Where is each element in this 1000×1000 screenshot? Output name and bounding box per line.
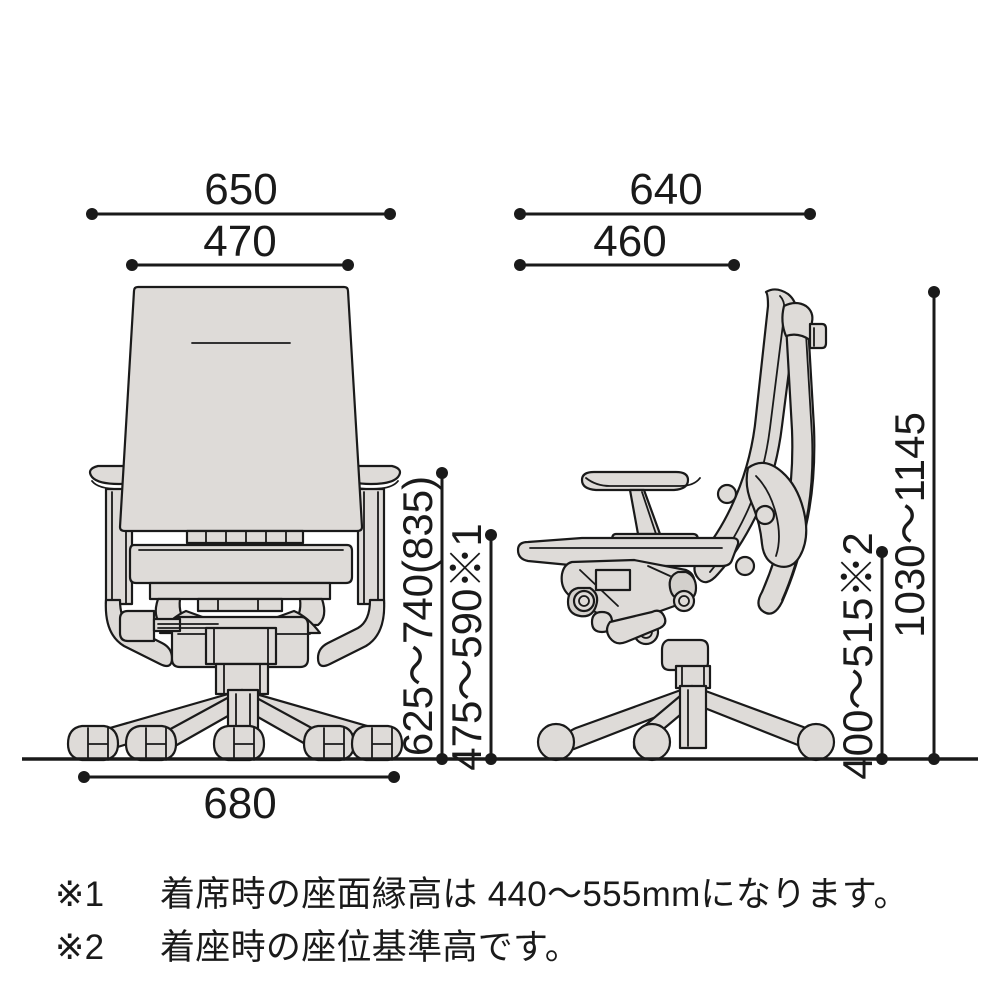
front-back-connector [185, 529, 305, 545]
side-back-lower-arm [716, 461, 808, 577]
note-row: ※1 着席時の座面縁高は 440〜555mmになります。 [55, 868, 985, 921]
side-seat-pan [516, 536, 740, 568]
front-casters [66, 724, 404, 762]
side-armrest-pad [580, 470, 701, 492]
caster [124, 724, 178, 762]
dimension-back-height-label: 625〜740(835) [394, 476, 441, 756]
note-row: ※2 着座時の座位基準高です。 [55, 921, 985, 974]
caster [212, 724, 266, 762]
dimension-seat-height-front-label: 475〜590※1 [443, 523, 490, 771]
side-tilt-housing [660, 638, 712, 690]
dimension-460: 460 [514, 217, 740, 271]
front-seat [128, 543, 354, 585]
note-mark: ※1 [55, 875, 105, 914]
note-text: 着座時の座位基準高です。 [160, 928, 581, 967]
dimension-back-height: 625〜740(835) [394, 467, 448, 765]
side-back-top-cap [781, 301, 828, 350]
dimension-overall-height-label: 1030〜1145 [886, 412, 933, 638]
dimension-460-label-2: 460 [593, 217, 666, 266]
front-height-lever [118, 609, 219, 643]
notes-block: ※1 着席時の座面縁高は 440〜555mmになります。 ※2 着座時の座位基準… [55, 868, 985, 974]
dimension-680: 680 [78, 771, 400, 828]
caster [66, 724, 120, 762]
side-seat-mechanism [560, 558, 698, 646]
side-base [564, 684, 818, 752]
dimension-470-label: 470 [203, 217, 276, 266]
dimension-overall-height: 1030〜1145 [886, 286, 940, 765]
dimension-650: 650 [86, 165, 396, 220]
caster [302, 724, 356, 762]
front-view-chair [66, 285, 404, 762]
front-gas-column [214, 662, 270, 696]
dimension-470: 470 [126, 217, 354, 271]
dimension-640: 640 [514, 165, 816, 220]
dimension-seat-height-side-label: 400〜515※2 [834, 532, 881, 780]
front-backrest [118, 285, 364, 533]
dimension-seat-height-side: 400〜515※2 [834, 532, 888, 780]
front-armrest-right [316, 464, 402, 668]
front-tilt-housing [170, 615, 311, 669]
dimension-seat-height-front: 475〜590※1 [443, 523, 497, 771]
side-view-chair [516, 288, 836, 762]
note-mark: ※2 [55, 928, 105, 967]
note-text: 着席時の座面縁高は 440〜555mmになります。 [160, 875, 909, 914]
dimension-650-label: 650 [204, 165, 277, 214]
dimension-640-label: 640 [629, 165, 702, 214]
dimension-680-label: 680 [203, 779, 276, 828]
